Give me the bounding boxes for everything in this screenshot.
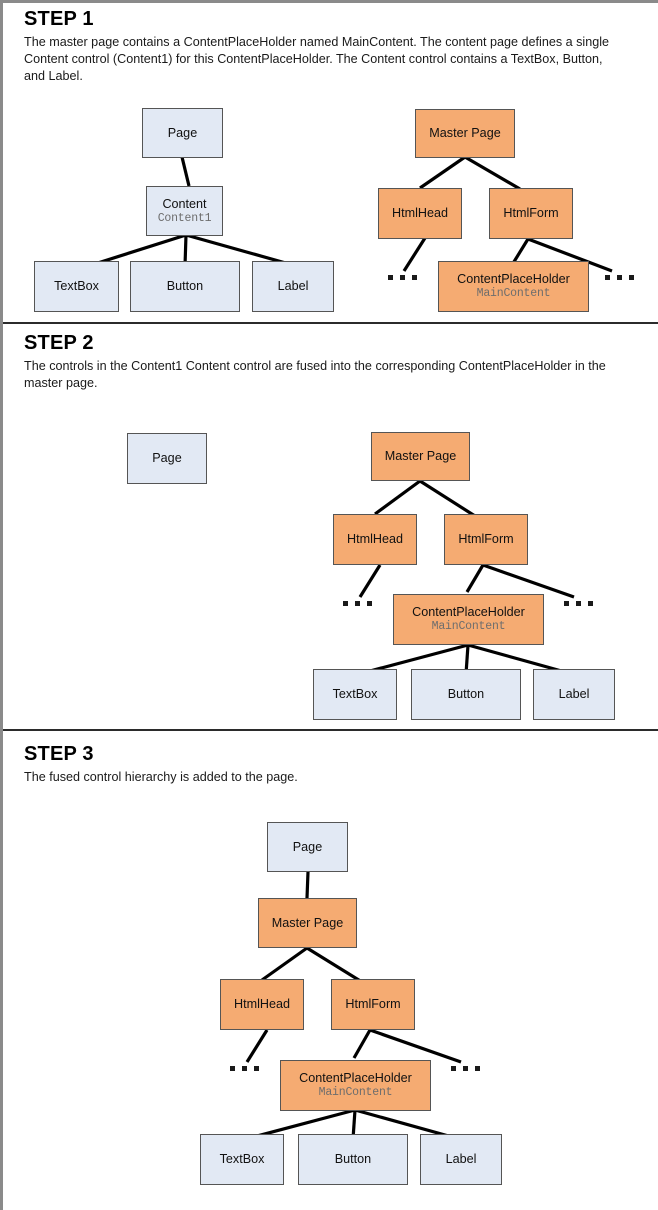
node-page-step2[interactable]: Page <box>127 433 207 484</box>
step-3-title: STEP 3 <box>24 743 94 765</box>
step-2-title: STEP 2 <box>24 332 94 354</box>
node-label-step3[interactable]: Label <box>420 1134 502 1185</box>
ellipsis-dot <box>230 1066 235 1071</box>
node-textbox-step3[interactable]: TextBox <box>200 1134 284 1185</box>
node-master-page-step3[interactable]: Master Page <box>258 898 357 948</box>
node-content-sublabel: Content1 <box>157 211 212 225</box>
ellipsis-dot <box>355 601 360 606</box>
ellipsis-dot <box>388 275 393 280</box>
node-button-step3-label: Button <box>334 1152 372 1166</box>
ellipsis-dot <box>343 601 348 606</box>
node-master-page-step2-label: Master Page <box>384 449 457 463</box>
ellipsis-dot <box>412 275 417 280</box>
ellipsis-dot <box>242 1066 247 1071</box>
node-html-head-step2[interactable]: HtmlHead <box>333 514 417 565</box>
divider-step-2-3 <box>3 729 658 731</box>
node-textbox-step2[interactable]: TextBox <box>313 669 397 720</box>
node-content-placeholder-step3[interactable]: ContentPlaceHolder MainContent <box>280 1060 431 1111</box>
node-label-step2[interactable]: Label <box>533 669 615 720</box>
ellipsis-dot <box>605 275 610 280</box>
node-html-form-step2[interactable]: HtmlForm <box>444 514 528 565</box>
node-html-head[interactable]: HtmlHead <box>378 188 462 239</box>
ellipsis-dot <box>576 601 581 606</box>
node-content-placeholder-sublabel: MainContent <box>476 287 551 300</box>
ellipsis-html-head-step2 <box>343 601 372 606</box>
node-label[interactable]: Label <box>252 261 334 312</box>
ellipsis-dot <box>367 601 372 606</box>
node-page-step3[interactable]: Page <box>267 822 348 872</box>
node-page-label: Page <box>167 125 198 140</box>
node-page-step2-label: Page <box>152 451 182 465</box>
ellipsis-html-form-step2 <box>564 601 593 606</box>
ellipsis-dot <box>400 275 405 280</box>
node-textbox[interactable]: TextBox <box>34 261 119 312</box>
ellipsis-dot <box>254 1066 259 1071</box>
node-button-step2[interactable]: Button <box>411 669 521 720</box>
ellipsis-dot <box>617 275 622 280</box>
step-1-description: The master page contains a ContentPlaceH… <box>24 35 610 83</box>
ellipsis-html-form <box>605 275 634 280</box>
node-html-form[interactable]: HtmlForm <box>489 188 573 239</box>
node-content-placeholder-label: ContentPlaceHolder <box>457 272 570 286</box>
ellipsis-html-head <box>388 275 417 280</box>
node-content-placeholder-step2[interactable]: ContentPlaceHolder MainContent <box>393 594 544 645</box>
node-html-form-step2-label: HtmlForm <box>458 532 514 546</box>
node-master-page-label: Master Page <box>429 126 501 140</box>
node-button-step2-label: Button <box>447 687 485 701</box>
ellipsis-dot <box>451 1066 456 1071</box>
step-1-title: STEP 1 <box>24 8 94 30</box>
node-html-form-step3-label: HtmlForm <box>345 997 401 1011</box>
node-html-head-step3-label: HtmlHead <box>234 997 290 1011</box>
node-textbox-step2-label: TextBox <box>332 687 378 701</box>
node-button-label: Button <box>166 279 204 293</box>
node-content-placeholder[interactable]: ContentPlaceHolder MainContent <box>438 261 589 312</box>
node-content-label: Content <box>162 196 207 211</box>
step-2-description: The controls in the Content1 Content con… <box>24 359 606 390</box>
node-content-placeholder-step2-label: ContentPlaceHolder <box>412 605 525 619</box>
step-2-section: STEP 2 The controls in the Content1 Cont… <box>0 324 658 727</box>
ellipsis-html-form-step3 <box>451 1066 480 1071</box>
node-html-head-label: HtmlHead <box>392 206 448 220</box>
node-html-form-label: HtmlForm <box>503 206 559 220</box>
ellipsis-dot <box>475 1066 480 1071</box>
ellipsis-html-head-step3 <box>230 1066 259 1071</box>
node-button[interactable]: Button <box>130 261 240 312</box>
node-html-head-step3[interactable]: HtmlHead <box>220 979 304 1030</box>
ellipsis-dot <box>588 601 593 606</box>
node-html-form-step3[interactable]: HtmlForm <box>331 979 415 1030</box>
node-html-head-step2-label: HtmlHead <box>347 532 403 546</box>
node-content-placeholder-step3-label: ContentPlaceHolder <box>299 1071 412 1085</box>
node-textbox-step3-label: TextBox <box>219 1152 265 1166</box>
node-label-step3-label: Label <box>445 1152 477 1166</box>
node-master-page[interactable]: Master Page <box>415 109 515 158</box>
node-content-placeholder-step2-sublabel: MainContent <box>431 620 506 633</box>
ellipsis-dot <box>564 601 569 606</box>
node-content-placeholder-step3-sublabel: MainContent <box>318 1086 393 1099</box>
ellipsis-dot <box>463 1066 468 1071</box>
node-textbox-label: TextBox <box>54 279 99 293</box>
node-page[interactable]: Page <box>142 108 223 158</box>
node-master-page-step3-label: Master Page <box>271 915 344 930</box>
node-master-page-step2[interactable]: Master Page <box>371 432 470 481</box>
node-label-label: Label <box>277 279 309 293</box>
node-label-step2-label: Label <box>558 687 590 701</box>
step-1-section: STEP 1 The master page contains a Conten… <box>0 0 658 322</box>
ellipsis-dot <box>629 275 634 280</box>
divider-step-1-2 <box>3 322 658 324</box>
step-2-edges <box>354 479 577 677</box>
node-content[interactable]: Content Content1 <box>146 186 223 236</box>
node-page-step3-label: Page <box>292 839 323 854</box>
step-3-section: STEP 3 The fused control hierarchy is ad… <box>0 731 658 1210</box>
node-button-step3[interactable]: Button <box>298 1134 408 1185</box>
step-3-description: The fused control hierarchy is added to … <box>24 770 298 784</box>
